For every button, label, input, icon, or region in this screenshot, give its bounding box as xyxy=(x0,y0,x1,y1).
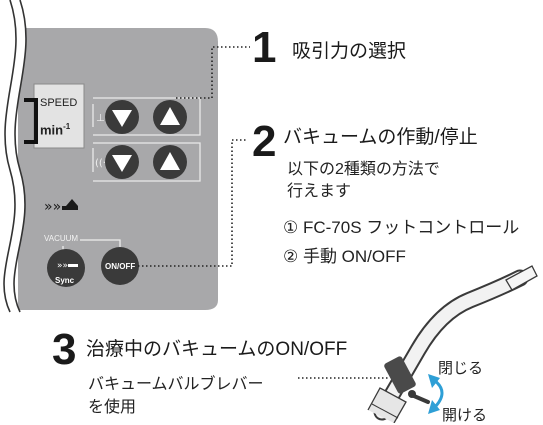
leader-line-1 xyxy=(176,46,250,99)
step-2-desc-line2: 行えます xyxy=(287,183,352,200)
speed-display xyxy=(33,83,85,149)
svg-text:»»: »» xyxy=(57,261,68,271)
suction-handpiece-illustration xyxy=(367,265,538,423)
step-3-number: 3 xyxy=(52,325,77,374)
rotation-arrow-icon xyxy=(428,374,444,414)
step-3-desc-line1: バキュームバルブレバー xyxy=(88,376,264,393)
vacuum-indicator-icon: »» xyxy=(44,199,78,215)
panel-cut-edge xyxy=(0,0,26,312)
suction-up-button-2[interactable] xyxy=(153,145,187,179)
suction-mode-icon: ((· xyxy=(95,158,106,169)
speed-label: SPEED xyxy=(40,97,78,109)
close-label: 閉じる xyxy=(438,360,484,377)
suction-level-icon: ⊥ xyxy=(96,113,105,124)
svg-text:»»: »» xyxy=(44,199,61,215)
step-2-number: 2 xyxy=(252,117,277,166)
open-label: 開ける xyxy=(442,407,488,424)
step-2-option-1: ① FC-70S フットコントロール xyxy=(283,218,520,237)
step-3-desc-line2: を使用 xyxy=(88,399,137,416)
vacuum-label: VACUUM xyxy=(44,234,79,243)
speed-unit-sup: -1 xyxy=(63,122,71,131)
step-1-number: 1 xyxy=(252,23,277,72)
suction-up-button-1[interactable] xyxy=(153,100,187,134)
step-3-title: 治療中のバキュームのON/OFF xyxy=(86,339,348,360)
sync-button[interactable]: »» xyxy=(47,249,85,287)
leader-line-2 xyxy=(138,139,248,267)
step-2-desc-line1: 以下の2種類の方法で xyxy=(287,161,440,178)
step-1-title: 吸引力の選択 xyxy=(292,41,407,62)
onoff-button[interactable] xyxy=(101,247,139,285)
onoff-label: ON/OFF xyxy=(105,262,136,271)
digit-segment xyxy=(24,98,38,144)
step-2-title: バキュームの作動/停止 xyxy=(283,127,478,148)
valve-lever-icon xyxy=(408,390,430,404)
speed-unit-main: min xyxy=(40,122,64,138)
sync-label: Sync xyxy=(55,276,75,285)
suction-down-button-1[interactable] xyxy=(105,100,139,134)
speed-unit: min-1 xyxy=(40,122,70,137)
suction-down-button-2[interactable] xyxy=(105,145,139,179)
step-2-option-2: ② 手動 ON/OFF xyxy=(283,247,406,266)
